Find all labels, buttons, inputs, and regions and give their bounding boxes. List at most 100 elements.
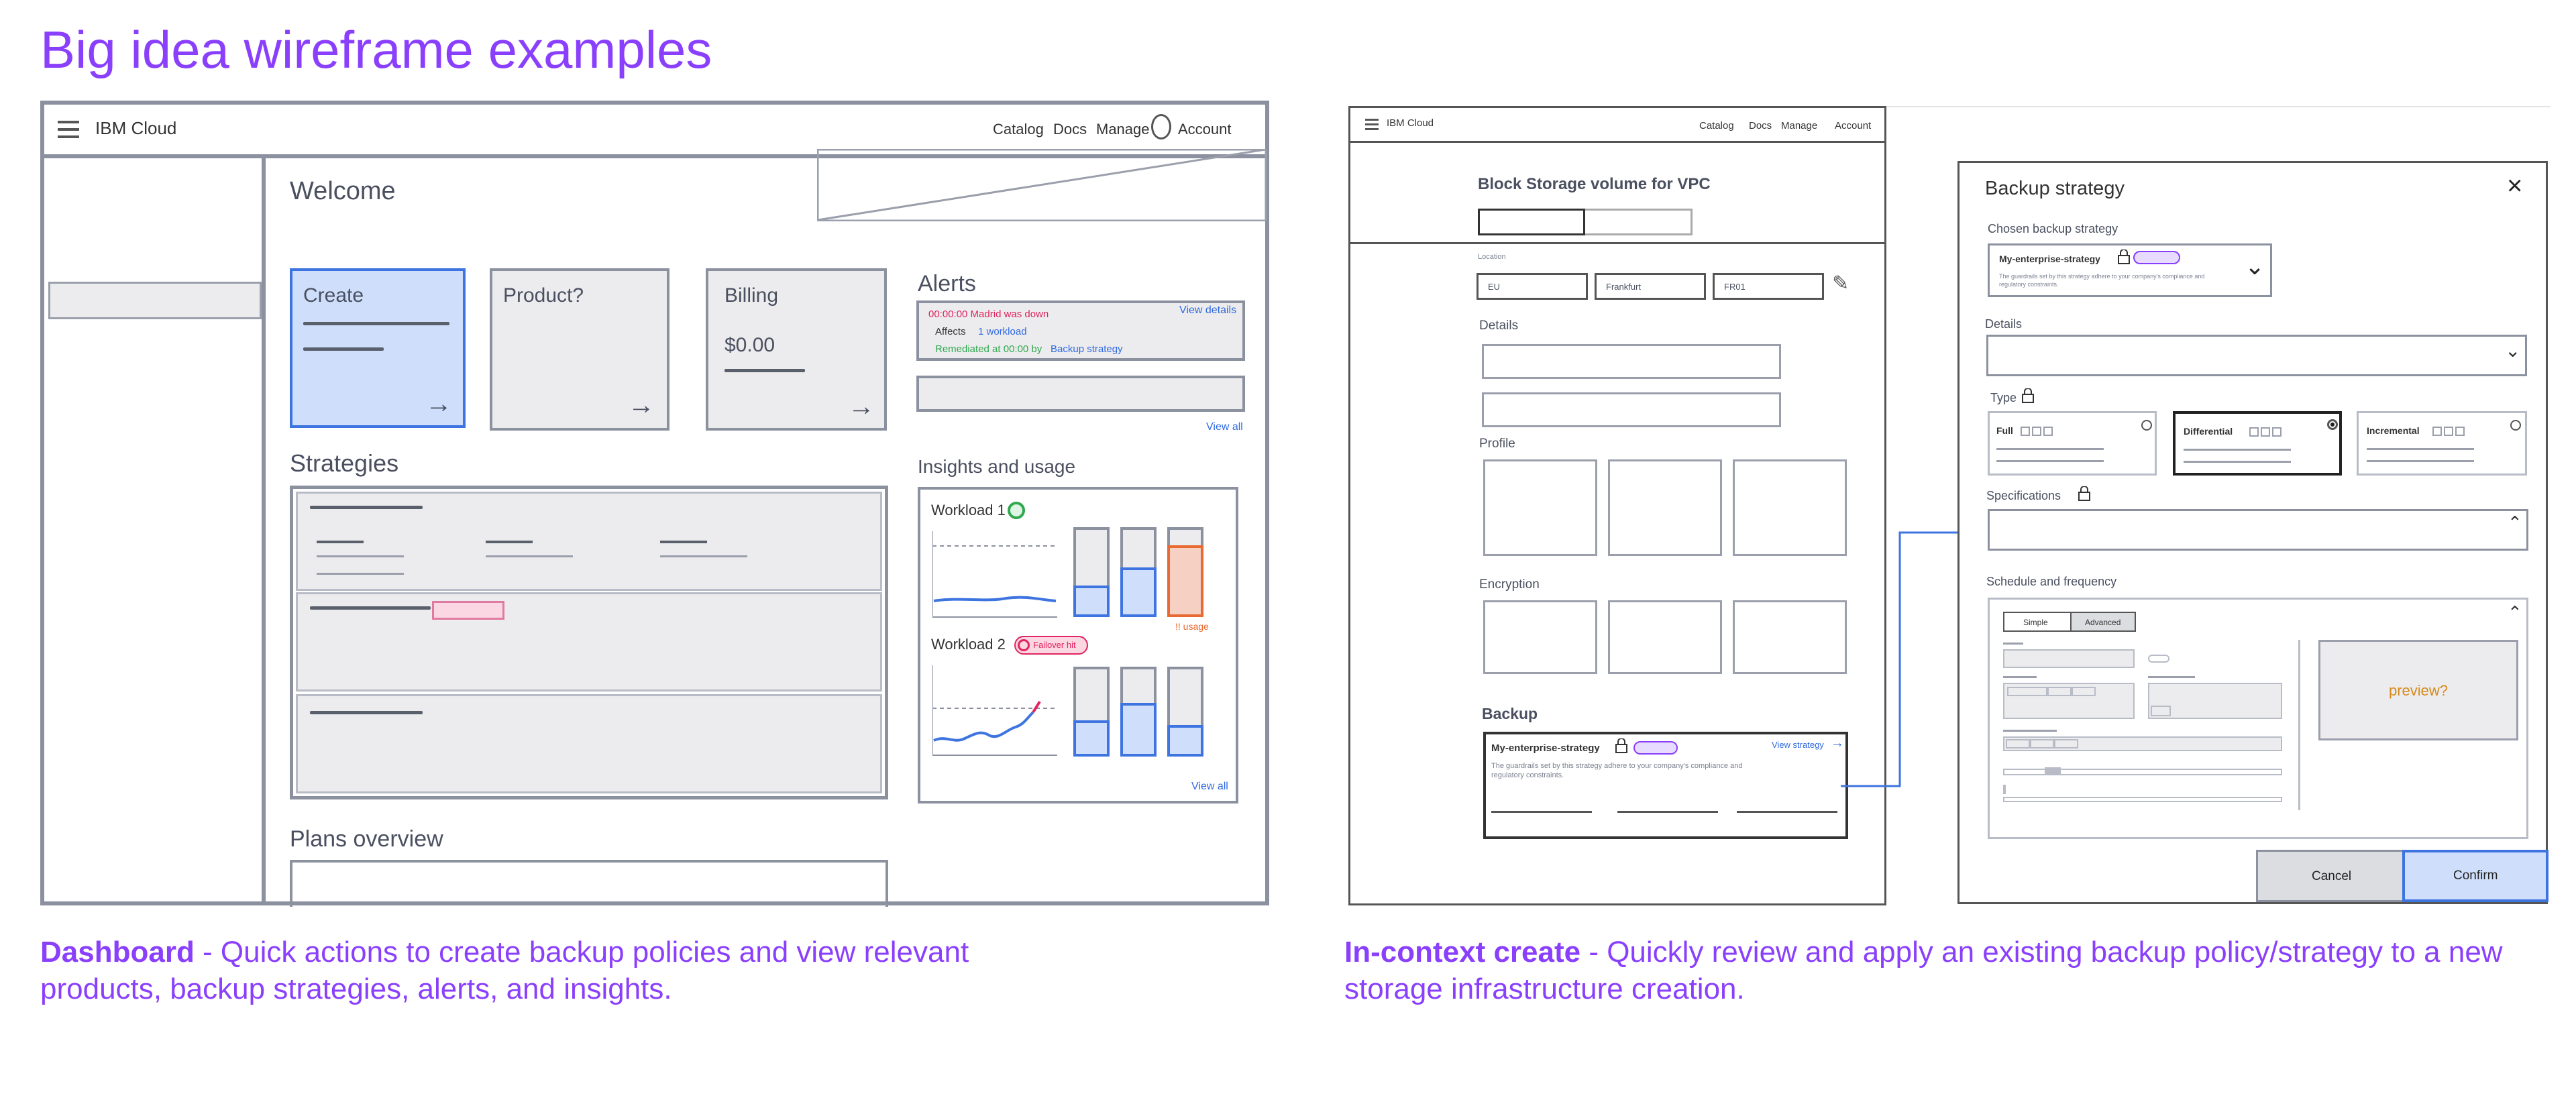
strategy-row[interactable] bbox=[296, 492, 882, 591]
healthy-status-icon bbox=[1008, 502, 1025, 519]
type-option-incremental[interactable]: Incremental bbox=[2357, 411, 2527, 476]
create-card[interactable]: Create → bbox=[290, 268, 466, 428]
dashboard-caption: Dashboard - Quick actions to create back… bbox=[40, 934, 1046, 1007]
brand-name[interactable]: IBM Cloud bbox=[95, 118, 177, 138]
nav-manage[interactable]: Manage bbox=[1781, 120, 1818, 131]
brand-name[interactable]: IBM Cloud bbox=[1387, 117, 1434, 129]
alerts-heading: Alerts bbox=[918, 271, 976, 296]
nav-catalog[interactable]: Catalog bbox=[993, 121, 1044, 137]
confirm-button[interactable]: Confirm bbox=[2402, 850, 2548, 902]
alert-icon bbox=[1018, 639, 1030, 651]
insights-view-all-link[interactable]: View all bbox=[1191, 781, 1228, 792]
image-placeholder bbox=[817, 149, 1267, 221]
usage-bar bbox=[1120, 667, 1157, 757]
connector-arrow bbox=[1841, 527, 1966, 787]
chosen-strategy-label: Chosen backup strategy bbox=[1988, 222, 2118, 235]
specifications-field[interactable]: ⌃ bbox=[1988, 509, 2528, 551]
encryption-option[interactable] bbox=[1733, 600, 1847, 674]
nav-catalog[interactable]: Catalog bbox=[1699, 120, 1734, 131]
view-details-link[interactable]: View details bbox=[1179, 304, 1237, 316]
usage-bar bbox=[1167, 527, 1203, 617]
dashboard-header: IBM Cloud Catalog Docs Manage Account bbox=[44, 105, 1265, 158]
edit-pencil-icon[interactable]: ✎ bbox=[1832, 272, 1849, 294]
affects-workload-link[interactable]: 1 workload bbox=[978, 326, 1027, 337]
alerts-view-all-link[interactable]: View all bbox=[1206, 421, 1243, 433]
form-tab-active[interactable] bbox=[1478, 209, 1585, 235]
welcome-heading: Welcome bbox=[290, 177, 396, 205]
workload2-line-chart bbox=[932, 665, 1057, 756]
cancel-button[interactable]: Cancel bbox=[2256, 850, 2405, 902]
arrow-right-icon: → bbox=[848, 392, 875, 421]
nav-manage[interactable]: Manage bbox=[1096, 121, 1150, 137]
close-icon[interactable]: × bbox=[2507, 171, 2523, 201]
product-card-label: Product? bbox=[503, 284, 584, 307]
profile-option[interactable] bbox=[1608, 459, 1722, 556]
arrow-right-icon: → bbox=[1831, 736, 1844, 751]
workload1-label: Workload 1 bbox=[931, 502, 1006, 518]
panel-details-label: Details bbox=[1985, 317, 2023, 331]
confirm-label: Confirm bbox=[2453, 869, 2498, 883]
location-value: EU bbox=[1488, 282, 1501, 292]
radio-button[interactable] bbox=[2141, 420, 2152, 431]
location-field[interactable]: Frankfurt bbox=[1595, 273, 1706, 300]
details-field[interactable] bbox=[1482, 344, 1781, 379]
nav-account[interactable]: Account bbox=[1178, 121, 1232, 137]
chevron-up-icon: ⌃ bbox=[2508, 512, 2522, 533]
nav-docs[interactable]: Docs bbox=[1053, 121, 1087, 137]
type-option-full[interactable]: Full bbox=[1988, 411, 2157, 476]
alert-card[interactable]: 00:00:00 Madrid was down View details Af… bbox=[916, 300, 1245, 361]
specifications-label: Specifications bbox=[1986, 489, 2061, 502]
sidebar-item-selected[interactable] bbox=[48, 282, 262, 319]
chosen-strategy-dropdown[interactable]: My-enterprise-strategy The guardrails se… bbox=[1988, 243, 2272, 297]
backup-strategy-link[interactable]: Backup strategy bbox=[1051, 343, 1123, 355]
hamburger-icon[interactable] bbox=[1365, 119, 1379, 130]
panel-details-dropdown[interactable]: ⌄ bbox=[1986, 335, 2527, 376]
usage-bar bbox=[1073, 527, 1110, 617]
nav-docs[interactable]: Docs bbox=[1749, 120, 1772, 131]
caption-bold: Dashboard bbox=[40, 936, 195, 968]
encryption-option[interactable] bbox=[1483, 600, 1597, 674]
location-field[interactable]: FR01 bbox=[1713, 273, 1824, 300]
range-slider[interactable] bbox=[2003, 767, 2282, 775]
type-option-differential[interactable]: Differential bbox=[2173, 411, 2342, 476]
caption-text: - Quickly review and apply an existing b… bbox=[1344, 936, 2503, 1005]
backup-strategy-card[interactable]: My-enterprise-strategy View strategy → T… bbox=[1483, 732, 1848, 839]
schedule-toggle-simple[interactable]: Simple bbox=[2003, 612, 2072, 632]
lock-icon bbox=[2078, 486, 2090, 501]
strategy-row[interactable] bbox=[296, 694, 882, 793]
nav-account[interactable]: Account bbox=[1835, 120, 1872, 131]
strategy-row[interactable] bbox=[296, 592, 882, 691]
alert-remediated: Remediated at 00:00 by bbox=[935, 343, 1042, 355]
status-tag bbox=[432, 601, 504, 620]
arrow-right-icon: → bbox=[628, 390, 655, 420]
profile-option[interactable] bbox=[1733, 459, 1847, 556]
schedule-label: Schedule and frequency bbox=[1986, 575, 2117, 588]
alert-card-empty[interactable] bbox=[916, 376, 1245, 412]
panel-top-line bbox=[1886, 106, 2551, 107]
backup-card-name: My-enterprise-strategy bbox=[1491, 742, 1600, 754]
profile-option[interactable] bbox=[1483, 459, 1597, 556]
hamburger-icon[interactable] bbox=[58, 121, 79, 138]
chevron-down-icon: ⌄ bbox=[2505, 340, 2521, 361]
radio-button[interactable] bbox=[2510, 420, 2521, 431]
usage-bar bbox=[1120, 527, 1157, 617]
schedule-toggle-advanced[interactable]: Advanced bbox=[2070, 612, 2136, 632]
form-title: Block Storage volume for VPC bbox=[1478, 175, 1711, 193]
dashboard-wireframe: IBM Cloud Catalog Docs Manage Account We… bbox=[40, 101, 1269, 907]
form-tab[interactable] bbox=[1585, 209, 1693, 235]
product-card[interactable]: Product? → bbox=[490, 268, 669, 431]
usage-bar bbox=[1167, 667, 1203, 757]
chevron-up-icon[interactable]: ⌃ bbox=[2508, 602, 2522, 622]
location-field[interactable]: EU bbox=[1477, 273, 1588, 300]
billing-card[interactable]: Billing $0.00 → bbox=[706, 268, 887, 431]
toggle-simple-label: Simple bbox=[2023, 618, 2048, 627]
view-strategy-link[interactable]: View strategy bbox=[1772, 740, 1824, 750]
preview-label: preview? bbox=[2389, 682, 2449, 699]
avatar-icon[interactable] bbox=[1151, 114, 1171, 140]
encryption-option[interactable] bbox=[1608, 600, 1722, 674]
panel-title: Backup strategy bbox=[1985, 178, 2125, 199]
chevron-down-icon: ⌄ bbox=[2245, 252, 2265, 280]
details-field[interactable] bbox=[1482, 392, 1781, 427]
radio-button-selected[interactable] bbox=[2327, 419, 2338, 430]
encryption-label: Encryption bbox=[1479, 577, 1540, 592]
